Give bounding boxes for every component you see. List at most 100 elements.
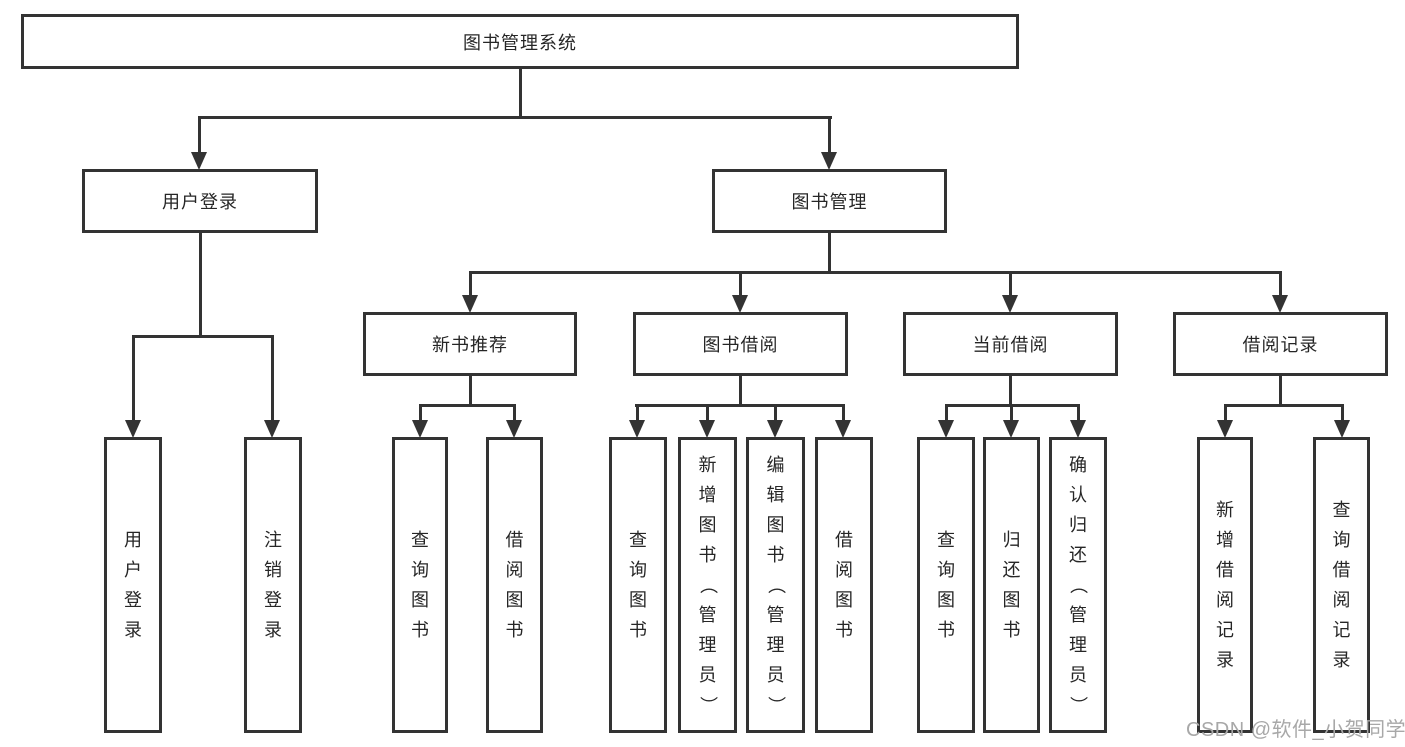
vertical-char: 记 bbox=[1332, 620, 1351, 640]
vertical-char: ） bbox=[1068, 696, 1088, 714]
vertical-char: 阅 bbox=[835, 560, 853, 580]
vertical-char: 书 bbox=[937, 620, 955, 640]
connector-line bbox=[198, 116, 832, 119]
node-library-system-label: 图书管理系统 bbox=[463, 32, 577, 53]
connector-line bbox=[739, 375, 742, 407]
connector-line bbox=[1076, 406, 1080, 424]
vertical-char: 查 bbox=[629, 530, 647, 550]
node-leaf-bb-edit-books-admin: 编辑图书（管理员） bbox=[746, 437, 805, 733]
vertical-char: 图 bbox=[835, 590, 853, 610]
node-leaf-bb-borrow-books: 借阅图书 bbox=[815, 437, 873, 733]
connector-line bbox=[841, 406, 845, 424]
connector-line bbox=[944, 406, 948, 424]
vertical-char: 询 bbox=[411, 560, 429, 580]
connector-line bbox=[738, 273, 742, 299]
node-user-login: 用户登录 bbox=[82, 169, 318, 233]
arrow-down-icon bbox=[732, 295, 748, 313]
vertical-char: 新 bbox=[1216, 500, 1234, 520]
connector-line bbox=[827, 118, 831, 156]
vertical-char: 图 bbox=[766, 515, 785, 535]
arrow-down-icon bbox=[629, 420, 645, 438]
connector-line bbox=[635, 404, 845, 407]
connector-line bbox=[197, 118, 201, 156]
node-book-management: 图书管理 bbox=[712, 169, 947, 233]
connector-line bbox=[1224, 404, 1344, 407]
vertical-char: 借 bbox=[1332, 560, 1351, 580]
connector-line bbox=[1278, 273, 1282, 299]
connector-line bbox=[132, 335, 274, 338]
connector-line bbox=[635, 406, 639, 424]
node-leaf-bb-query-books-label: 查询图书 bbox=[628, 525, 648, 645]
node-leaf-cb-confirm-return-admin: 确认归还（管理员） bbox=[1049, 437, 1107, 733]
vertical-char: 理 bbox=[698, 635, 717, 655]
node-new-book-recommend: 新书推荐 bbox=[363, 312, 577, 376]
vertical-char: 新 bbox=[698, 455, 717, 475]
vertical-char: 归 bbox=[1002, 530, 1021, 550]
connector-line bbox=[469, 375, 472, 407]
node-new-book-recommend-label: 新书推荐 bbox=[432, 335, 508, 355]
node-book-management-label: 图书管理 bbox=[791, 192, 868, 212]
vertical-char: 查 bbox=[411, 530, 429, 550]
vertical-char: 归 bbox=[1069, 515, 1087, 535]
vertical-char: 查 bbox=[1332, 500, 1351, 520]
node-leaf-cb-confirm-return-admin-label: 确认归还（管理员） bbox=[1068, 450, 1088, 720]
node-leaf-user-login-label: 用户登录 bbox=[123, 525, 143, 645]
arrow-down-icon bbox=[1217, 420, 1233, 438]
arrow-down-icon bbox=[835, 420, 851, 438]
node-leaf-nb-borrow-books-label: 借阅图书 bbox=[505, 525, 525, 645]
vertical-char: 记 bbox=[1216, 620, 1234, 640]
vertical-char: 管 bbox=[1069, 605, 1087, 625]
connector-line bbox=[1223, 406, 1227, 424]
node-leaf-bb-add-books-admin-label: 新增图书（管理员） bbox=[698, 450, 718, 720]
node-leaf-nb-query-books: 查询图书 bbox=[392, 437, 448, 733]
vertical-char: 借 bbox=[835, 530, 853, 550]
node-leaf-bb-borrow-books-label: 借阅图书 bbox=[834, 525, 854, 645]
vertical-char: 书 bbox=[835, 620, 853, 640]
node-leaf-bb-query-books: 查询图书 bbox=[609, 437, 667, 733]
node-leaf-logout: 注销登录 bbox=[244, 437, 302, 733]
node-leaf-br-query-record: 查询借阅记录 bbox=[1313, 437, 1370, 733]
connector-line bbox=[828, 232, 831, 274]
connector-line bbox=[468, 273, 472, 299]
connector-line bbox=[270, 337, 274, 424]
vertical-char: 书 bbox=[411, 620, 429, 640]
vertical-char: 录 bbox=[1216, 650, 1234, 670]
vertical-char: 阅 bbox=[1332, 590, 1351, 610]
node-current-borrowing: 当前借阅 bbox=[903, 312, 1118, 376]
vertical-char: 登 bbox=[124, 590, 142, 610]
node-leaf-br-query-record-label: 查询借阅记录 bbox=[1332, 495, 1352, 675]
node-leaf-cb-return-books-label: 归还图书 bbox=[1002, 525, 1022, 645]
vertical-char: 登 bbox=[264, 590, 282, 610]
vertical-char: 理 bbox=[766, 635, 785, 655]
vertical-char: 认 bbox=[1069, 485, 1087, 505]
vertical-char: 销 bbox=[264, 560, 282, 580]
vertical-char: 户 bbox=[124, 560, 142, 580]
vertical-char: 查 bbox=[937, 530, 955, 550]
node-leaf-nb-query-books-label: 查询图书 bbox=[410, 525, 430, 645]
connector-line bbox=[773, 406, 777, 424]
node-leaf-user-login: 用户登录 bbox=[104, 437, 162, 733]
connector-line bbox=[469, 271, 1282, 274]
vertical-char: 员 bbox=[1069, 665, 1087, 685]
node-leaf-br-add-record: 新增借阅记录 bbox=[1197, 437, 1253, 733]
vertical-char: 管 bbox=[766, 605, 785, 625]
connector-line bbox=[419, 404, 516, 407]
vertical-char: 图 bbox=[411, 590, 429, 610]
connector-line bbox=[1008, 273, 1012, 299]
vertical-char: 图 bbox=[505, 590, 524, 610]
vertical-char: 录 bbox=[124, 620, 142, 640]
vertical-char: （ bbox=[1068, 576, 1088, 594]
node-leaf-bb-edit-books-admin-label: 编辑图书（管理员） bbox=[766, 450, 786, 720]
arrow-down-icon bbox=[1003, 420, 1019, 438]
node-leaf-cb-return-books: 归还图书 bbox=[983, 437, 1040, 733]
arrow-down-icon bbox=[506, 420, 522, 438]
vertical-char: 辑 bbox=[766, 485, 785, 505]
connector-line bbox=[199, 232, 202, 338]
vertical-char: 员 bbox=[766, 665, 785, 685]
node-leaf-bb-add-books-admin: 新增图书（管理员） bbox=[678, 437, 737, 733]
arrow-down-icon bbox=[938, 420, 954, 438]
vertical-char: （ bbox=[765, 576, 786, 594]
connector-line bbox=[1009, 406, 1013, 424]
vertical-char: 管 bbox=[698, 605, 717, 625]
